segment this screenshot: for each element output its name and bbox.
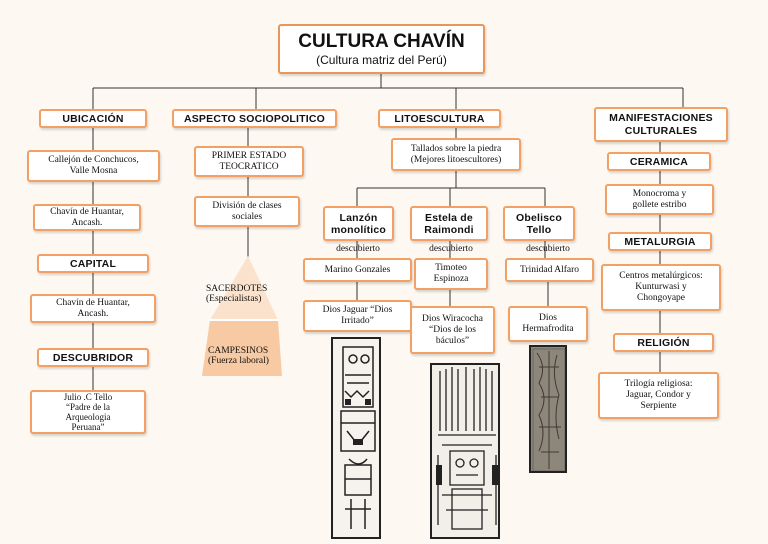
manifestaciones-header: MANIFESTACIONES CULTURALES [594, 107, 728, 142]
title-box: CULTURA CHAVÍN (Cultura matriz del Perú) [278, 24, 485, 74]
estela-name-box: Estela de Raimondi [410, 206, 488, 241]
litoescultura-intro-box: Tallados sobre la piedra (Mejores litoes… [391, 138, 521, 171]
estela-image [430, 363, 500, 539]
lanzon-descubierto-label: descubierto [336, 244, 380, 254]
lanzon-name-box: Lanzón monolítico [323, 206, 394, 241]
metalurgia-box: Centros metalúrgicos: Kunturwasi y Chong… [601, 264, 721, 311]
ubicacion-header: UBICACIÓN [39, 109, 147, 128]
estela-descubierto-label: descubierto [429, 244, 473, 254]
estela-discoverer-box: Timoteo Espinoza [414, 258, 488, 290]
metalurgia-header: METALURGIA [608, 232, 712, 251]
sacerdotes-label: SACERDOTES (Especialistas) [206, 284, 268, 304]
estado-box: PRIMER ESTADO TEOCRATICO [194, 146, 304, 177]
obelisco-discoverer-box: Trinidad Alfaro [505, 258, 594, 282]
religion-box: Trilogía religiosa: Jaguar, Condor y Ser… [598, 372, 719, 419]
lanzon-god-box: Dios Jaguar “Dios Irritado” [303, 300, 412, 332]
descubridor-box: Julio .C Tello “Padre de la Arqueologia … [30, 390, 146, 434]
obelisco-god-box: Dios Hermafrodita [508, 306, 588, 342]
obelisco-name-box: Obelisco Tello [503, 206, 575, 241]
page-title: CULTURA CHAVÍN [298, 31, 465, 52]
ubicacion-place-box: Callejón de Conchucos, Valle Mosna [27, 150, 160, 182]
page-subtitle: (Cultura matriz del Perú) [316, 53, 447, 67]
sociopolitico-header: ASPECTO SOCIOPOLITICO [172, 109, 337, 128]
social-pyramid [202, 256, 282, 376]
campesinos-label: CAMPESINOS (Fuerza laboral) [208, 346, 269, 366]
descubridor-header: DESCUBRIDOR [37, 348, 149, 367]
ceramica-header: CERAMICA [607, 152, 711, 171]
obelisco-image [529, 345, 567, 473]
religion-header: RELIGIÓN [613, 333, 714, 352]
division-box: División de clases sociales [194, 196, 300, 227]
litoescultura-header: LITOESCULTURA [378, 109, 501, 128]
lanzon-image [331, 337, 381, 539]
ubicacion-site-box: Chavín de Huantar, Ancash. [33, 204, 141, 231]
capital-header: CAPITAL [37, 254, 149, 273]
estela-god-box: Dios Wiracocha “Dios de los báculos” [410, 306, 495, 354]
ceramica-box: Monocroma y gollete estribo [605, 184, 714, 215]
capital-box: Chavín de Huantar, Ancash. [30, 294, 156, 323]
lanzon-discoverer-box: Marino Gonzales [303, 258, 412, 282]
obelisco-descubierto-label: descubierto [526, 244, 570, 254]
